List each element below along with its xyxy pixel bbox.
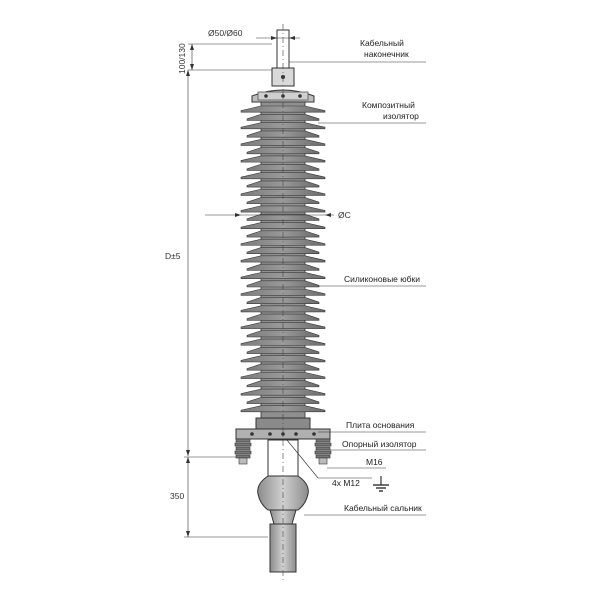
shed-diameter-label: ØC [338,210,351,220]
composite-label-line2: изолятор [383,111,419,121]
silicone-shed [246,213,320,221]
cable-gland-label: Кабельный сальник [344,503,422,513]
silicone-shed [246,130,320,138]
support-insulator-right [314,438,332,465]
dim-total-length: D±5 [165,70,190,456]
silicone-shed [240,238,326,246]
silicone-shed [240,338,326,346]
label-m16: M16 [327,457,386,469]
label-base-plate: Плита основания [318,420,426,433]
support-insulator-label: Опорный изолятор [342,439,417,449]
silicone-shed [246,330,320,338]
silicone-shed [246,197,320,205]
label-silicone-sheds: Силиконовые юбки [318,274,426,287]
top-diameter-label: Ø50/Ø60 [208,28,243,38]
silicone-shed [240,288,326,296]
dim-shed-diameter: ØC [205,210,351,220]
silicone-shed [246,380,320,388]
silicone-shed [246,280,320,288]
silicone-shed [240,105,326,113]
silicone-shed [240,122,326,130]
ground-icon [373,476,389,492]
silicone-shed [240,172,326,180]
top-cap [251,89,315,103]
m12-label: 4x M12 [332,478,360,488]
dim-top-height: 100/130 [177,43,272,74]
silicone-sheds-label: Силиконовые юбки [344,274,420,284]
silicone-shed [240,405,326,413]
composite-label-line1: Композитный [362,100,415,110]
cable-lug-label-line2: наконечник [364,49,409,59]
dim-top-diameter: Ø50/Ø60 [208,28,300,40]
cable-lug-label-line1: Кабельный [360,38,404,48]
dim-gland-length: 350 [170,456,268,538]
gland-length-label: 350 [170,491,184,501]
support-insulator-left [234,438,252,465]
m16-label: M16 [366,457,383,467]
silicone-shed [240,305,326,313]
label-support-insulator: Опорный изолятор [330,439,426,451]
top-height-label: 100/130 [177,43,187,74]
silicone-shed [240,222,326,230]
silicone-shed [246,397,320,404]
label-composite-insulator: Композитный изолятор [318,100,426,124]
label-cable-lug: Кабельный наконечник [289,38,426,63]
silicone-shed [240,188,326,196]
silicone-shed [246,313,320,321]
label-cable-gland: Кабельный сальник [304,503,426,516]
total-length-label: D±5 [165,251,181,261]
label-m12: 4x M12 [286,439,372,488]
base-plate-label: Плита основания [346,420,415,430]
